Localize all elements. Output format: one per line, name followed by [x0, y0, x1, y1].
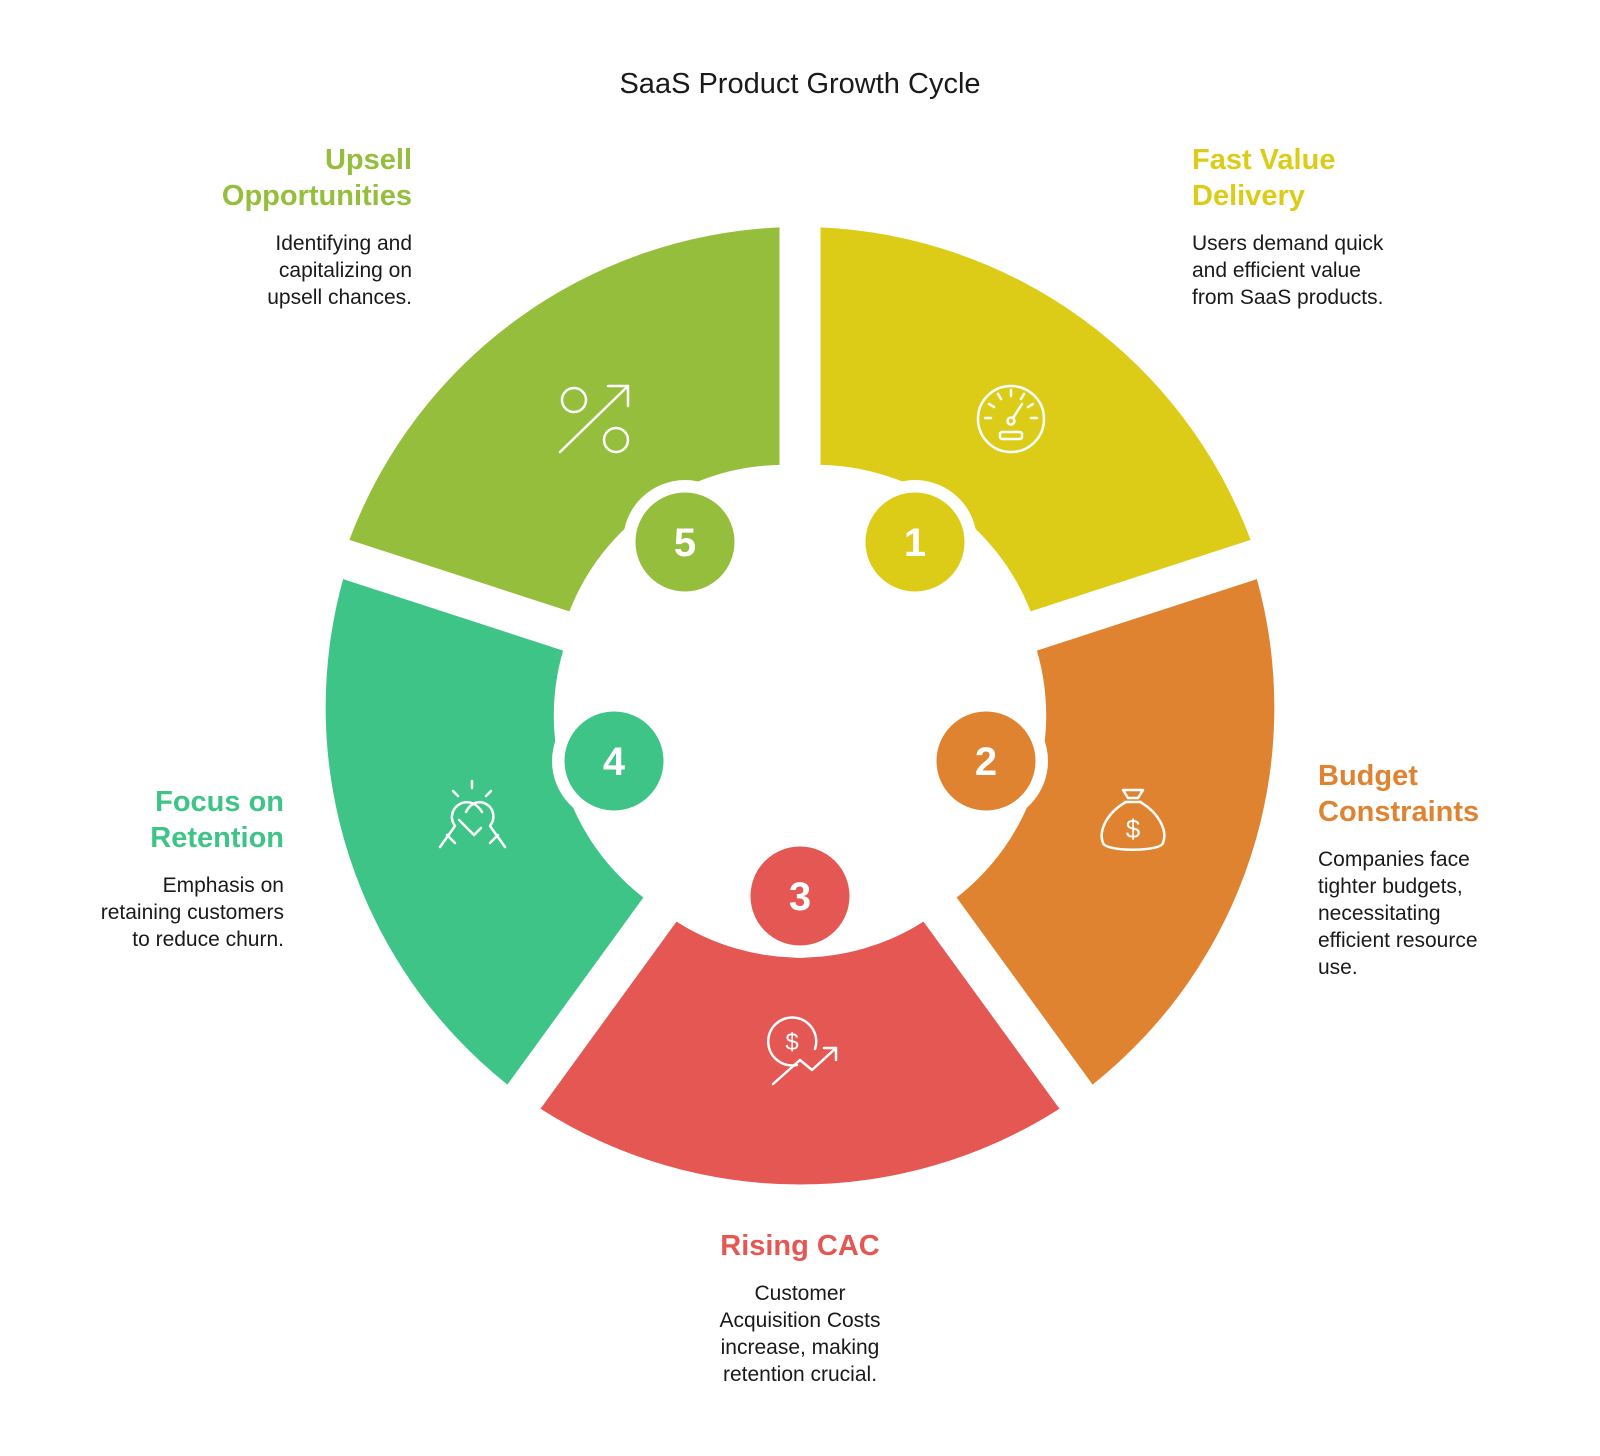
step-label-5: Upsell Opportunities Identifying and cap…: [80, 142, 412, 311]
step-desc-5-line2: capitalizing on: [278, 259, 412, 282]
segment-5: [349, 227, 780, 612]
step-title-3-line1: Rising CAC: [720, 1230, 880, 1262]
step-label-1: Fast Value Delivery Users demand quick a…: [1192, 142, 1472, 311]
step-badge-5: 5: [632, 489, 738, 595]
step-badge-1: 1: [862, 489, 968, 595]
step-number-5: 5: [674, 521, 696, 565]
step-desc-5: Identifying and capitalizing on upsell c…: [80, 230, 412, 311]
step-desc-3-line2: Acquisition Costs: [719, 1309, 881, 1332]
diagram-title: SaaS Product Growth Cycle: [619, 68, 981, 100]
step-desc-3-line1: Customer: [754, 1282, 846, 1305]
step-badge-3: 3: [747, 843, 853, 949]
segment-3: [540, 921, 1060, 1185]
step-badge-4: 4: [561, 708, 667, 814]
handshake-icon: [438, 779, 507, 849]
step-desc-4: Emphasis on retaining customers to reduc…: [40, 872, 284, 953]
step-number-2: 2: [975, 740, 997, 784]
step-title-2-line2: Constraints: [1318, 796, 1480, 828]
step-desc-2-line3: necessitating: [1318, 902, 1441, 925]
step-desc-2-line5: use.: [1318, 956, 1358, 979]
step-desc-4-line1: Emphasis on: [162, 874, 284, 897]
step-desc-2-line1: Companies face: [1318, 848, 1470, 871]
step-title-4-line2: Retention: [150, 822, 284, 854]
segment-4: [325, 579, 644, 1085]
step-desc-5-line3: upsell chances.: [267, 286, 412, 309]
step-label-3: Rising CAC Customer Acquisition Costs in…: [650, 1228, 950, 1388]
dollar-trend-up-icon: $: [767, 1016, 838, 1086]
step-desc-1-line1: Users demand quick: [1192, 232, 1384, 255]
step-desc-4-line3: to reduce churn.: [132, 928, 284, 951]
step-desc-5-line1: Identifying and: [275, 232, 412, 255]
step-title-1: Fast Value Delivery: [1192, 142, 1472, 214]
segment-1: [820, 227, 1251, 612]
step-desc-3-line3: increase, making: [720, 1336, 880, 1359]
step-desc-1-line2: and efficient value: [1192, 259, 1361, 282]
step-title-2: Budget Constraints: [1318, 758, 1578, 830]
step-number-4: 4: [603, 740, 626, 784]
step-title-5-line1: Upsell: [324, 144, 412, 176]
svg-text:$: $: [1126, 814, 1141, 844]
money-bag-icon: $: [1100, 788, 1166, 851]
step-desc-4-line2: retaining customers: [100, 901, 284, 924]
step-title-3: Rising CAC: [650, 1228, 950, 1264]
step-label-2: Budget Constraints Companies face tighte…: [1318, 758, 1578, 981]
step-label-4: Focus on Retention Emphasis on retaining…: [40, 784, 284, 953]
step-desc-2-line4: efficient resource: [1318, 929, 1478, 952]
step-title-5: Upsell Opportunities: [80, 142, 412, 214]
step-title-5-line2: Opportunities: [221, 180, 412, 212]
percent-icon: [558, 384, 630, 454]
step-title-4-line1: Focus on: [155, 786, 284, 818]
step-desc-2: Companies face tighter budgets, necessit…: [1318, 846, 1578, 981]
step-title-1-line2: Delivery: [1192, 180, 1305, 212]
step-title-4: Focus on Retention: [40, 784, 284, 856]
step-title-2-line1: Budget: [1318, 760, 1418, 792]
step-desc-3: Customer Acquisition Costs increase, mak…: [650, 1280, 950, 1388]
speedometer-icon: [976, 384, 1046, 454]
segment-2: [956, 579, 1275, 1085]
step-desc-1: Users demand quick and efficient value f…: [1192, 230, 1472, 311]
step-desc-3-line4: retention crucial.: [722, 1363, 878, 1386]
step-number-3: 3: [789, 875, 811, 919]
step-desc-2-line2: tighter budgets,: [1318, 875, 1463, 898]
step-badge-2: 2: [933, 708, 1039, 814]
step-title-1-line1: Fast Value: [1192, 144, 1336, 176]
step-number-1: 1: [904, 521, 926, 565]
step-desc-1-line3: from SaaS products.: [1192, 286, 1384, 309]
svg-text:$: $: [785, 1029, 798, 1056]
